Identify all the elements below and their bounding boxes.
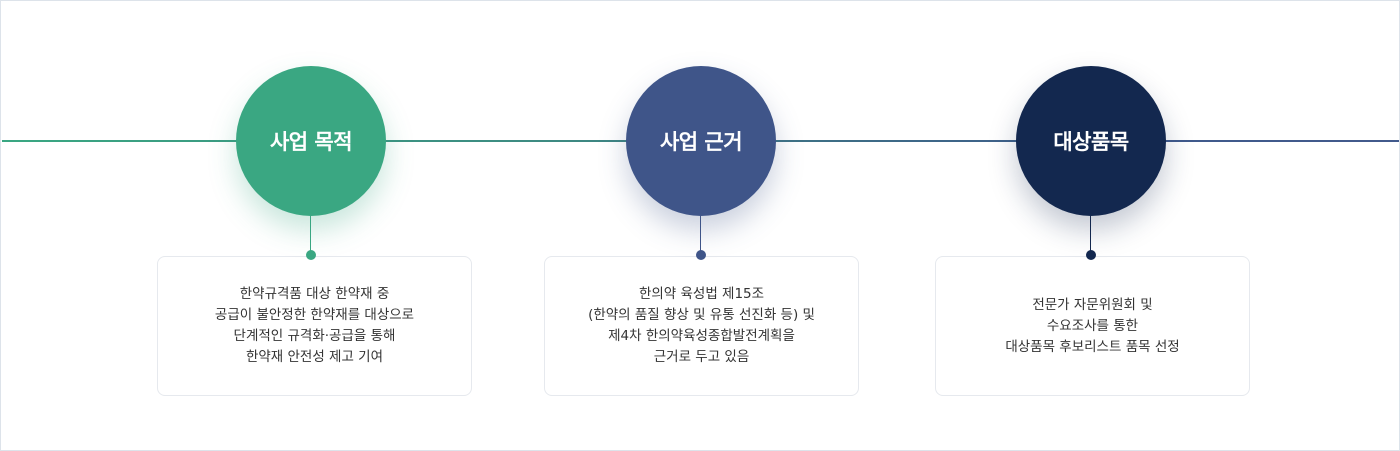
step-title: 사업 목적 (269, 130, 353, 154)
card-text-line: 한약재 안전성 제고 기여 (245, 349, 384, 365)
card-text-line: 한약규격품 대상 한약재 중 (239, 286, 390, 302)
step-card: 한의약 육성법 제15조 (한약의 품질 향상 및 유통 선진화 등) 및 제4… (544, 256, 859, 396)
step-circle: 대상품목 (1016, 66, 1166, 216)
step-circle: 사업 근거 (626, 66, 776, 216)
connector-line (1090, 214, 1091, 254)
card-text-line: 대상품목 후보리스트 품목 선정 (1005, 338, 1180, 355)
card-text-line: (한약의 품질 향상 및 유통 선진화 등) 및 (588, 307, 815, 323)
connector-dot (696, 250, 706, 260)
card-text-line: 제4차 한의약육성종합발전계획을 (608, 328, 795, 344)
step-card: 한약규격품 대상 한약재 중 공급이 불안정한 한약재를 대상으로 단계적인 규… (157, 256, 472, 396)
card-text-line: 전문가 자문위원회 및 (1032, 296, 1153, 313)
card-text-line: 단계적인 규격화·공급을 통해 (233, 328, 396, 344)
card-text-line: 공급이 불안정한 한약재를 대상으로 (214, 307, 415, 323)
connector-line (700, 214, 701, 254)
step-card: 전문가 자문위원회 및 수요조사를 통한 대상품목 후보리스트 품목 선정 (935, 256, 1250, 396)
connector-dot (306, 250, 316, 260)
card-text-line: 수요조사를 통한 (1046, 317, 1139, 334)
step-title: 대상품목 (1053, 130, 1129, 154)
connector-line (310, 214, 311, 254)
step-title: 사업 근거 (659, 130, 743, 154)
step-circle: 사업 목적 (236, 66, 386, 216)
connector-dot (1086, 250, 1096, 260)
card-text-line: 근거로 두고 있음 (653, 349, 750, 365)
card-text-line: 한의약 육성법 제15조 (638, 286, 765, 302)
